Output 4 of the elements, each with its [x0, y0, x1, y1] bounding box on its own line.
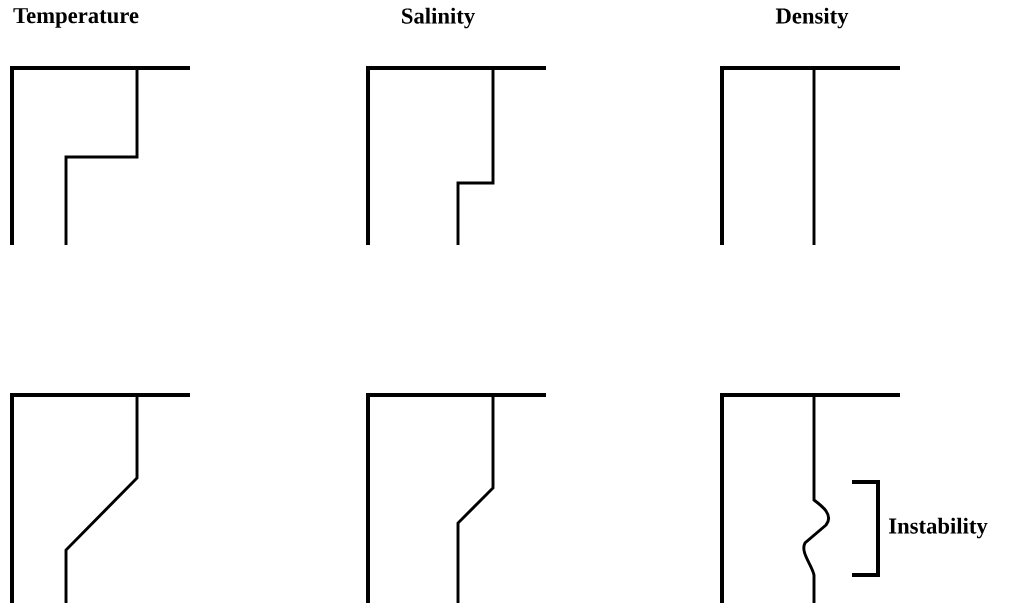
bracket-label: Instability — [889, 517, 988, 539]
column-heading: Salinity — [402, 7, 475, 29]
column-heading: Density — [775, 7, 849, 29]
column-heading: Temperature — [13, 8, 139, 28]
